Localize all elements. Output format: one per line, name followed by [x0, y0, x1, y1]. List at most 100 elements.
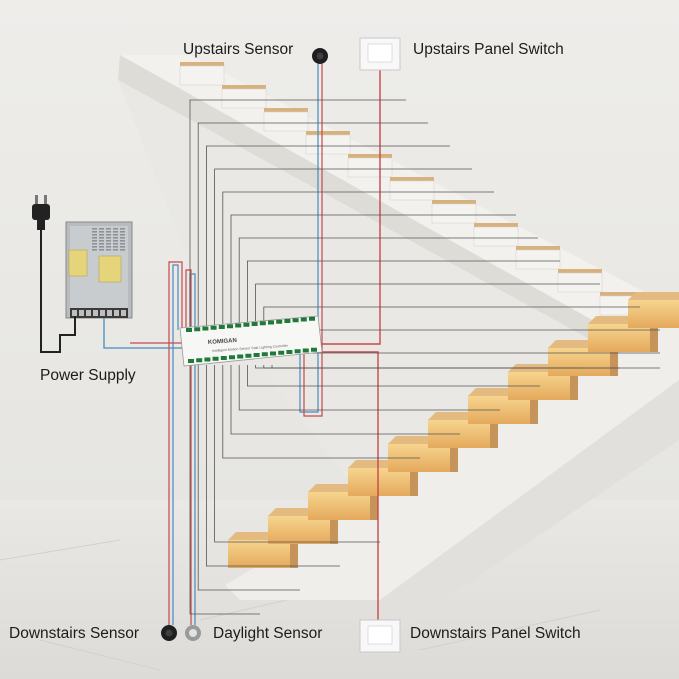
vent-slot — [106, 240, 111, 242]
lower-step-edge — [290, 532, 298, 568]
wire — [222, 191, 494, 326]
vent-slot — [113, 234, 118, 236]
stair-lighting-controller: KOMIGAN Intelligent Motion Sensor Stair … — [179, 315, 323, 367]
wire — [214, 168, 472, 326]
wire — [230, 214, 516, 326]
vent-slot — [113, 231, 118, 233]
wire — [205, 145, 450, 326]
upper-tread — [306, 131, 350, 135]
lower-step-edge — [450, 436, 458, 472]
lower-step-edge — [650, 316, 658, 352]
vent-slot — [113, 228, 118, 230]
daylight-sensor-device — [185, 625, 201, 641]
vent-slot — [92, 243, 97, 245]
vent-slot — [99, 240, 104, 242]
terminal-top — [284, 319, 291, 323]
upper-tread — [222, 85, 266, 89]
upper-tread — [474, 223, 518, 227]
upper-riser — [473, 226, 519, 247]
floor-marble-veins — [0, 539, 601, 671]
vent-slot — [120, 240, 125, 242]
wire — [238, 365, 500, 411]
wire — [222, 365, 420, 459]
svg-text:KOMIGAN: KOMIGAN — [208, 338, 237, 346]
vent-slot — [120, 243, 125, 245]
upper-tread — [180, 62, 224, 66]
lower-step-edge — [330, 508, 338, 544]
lower-riser-glow — [628, 300, 679, 328]
vent-slot — [106, 243, 111, 245]
lower-riser-glow — [348, 468, 410, 496]
vent-slot — [113, 243, 118, 245]
vent-slot — [92, 249, 97, 251]
terminal — [100, 310, 105, 316]
upstairs-panel-switch-device — [359, 37, 401, 71]
terminal-top — [210, 325, 217, 330]
wire — [103, 318, 182, 349]
power-supply-label: Power Supply — [40, 367, 136, 384]
vent-slot — [99, 237, 104, 239]
terminal-top — [292, 318, 299, 323]
vent-slot — [113, 246, 118, 248]
terminal-bottom — [196, 358, 203, 363]
vent-slot — [106, 231, 111, 233]
terminal — [72, 310, 77, 316]
wire — [185, 269, 192, 625]
terminal — [86, 310, 91, 316]
terminal-bottom — [237, 354, 244, 359]
vent-slot — [106, 228, 111, 230]
upstairs-sensor-label: Upstairs Sensor — [183, 41, 294, 58]
wire — [246, 260, 560, 326]
terminal-top — [202, 326, 209, 331]
wire — [322, 351, 379, 620]
upper-riser — [431, 203, 477, 224]
terminal-bottom — [253, 353, 260, 357]
wire — [168, 261, 183, 625]
lower-step-edge — [570, 364, 578, 400]
vent-slot — [106, 249, 111, 251]
vent-slot — [120, 231, 125, 233]
vent-slot — [99, 249, 104, 251]
power-plug — [32, 195, 76, 353]
upper-riser — [557, 272, 603, 293]
lower-riser-glow — [548, 348, 610, 376]
upper-riser — [389, 180, 435, 201]
vent-slot — [106, 234, 111, 236]
upper-tread — [432, 200, 476, 204]
lower-flight-treads — [228, 292, 679, 568]
upper-riser — [263, 111, 309, 132]
upstairs-panel-switch-label: Upstairs Panel Switch — [413, 41, 564, 58]
vent-slot — [106, 246, 111, 248]
terminal-top — [251, 322, 258, 326]
vent-slot — [99, 246, 104, 248]
daylight-sensor-label: Daylight Sensor — [213, 625, 323, 642]
terminal-top — [276, 319, 283, 324]
terminal-bottom — [229, 355, 235, 360]
terminal-bottom — [204, 357, 211, 362]
wire — [263, 306, 640, 326]
terminal — [79, 310, 84, 316]
vent-slot — [92, 228, 97, 230]
upper-riser — [221, 88, 267, 109]
upper-tread — [558, 269, 602, 273]
terminal-bottom — [261, 352, 268, 357]
terminal-bottom — [188, 359, 194, 363]
upper-riser — [515, 249, 561, 270]
upper-tread — [390, 177, 434, 181]
downstairs-panel-switch-device — [359, 619, 401, 653]
upper-riser — [305, 134, 351, 155]
lower-step-edge — [530, 388, 538, 424]
vent-slot — [99, 243, 104, 245]
vent-slot — [120, 237, 125, 239]
terminal-top — [300, 317, 307, 322]
wire — [172, 264, 179, 625]
vent-slot — [99, 231, 104, 233]
terminal-bottom — [294, 349, 301, 354]
vent-slot — [106, 237, 111, 239]
terminal-bottom — [245, 353, 252, 358]
lower-riser-glow — [228, 540, 290, 568]
downstairs-sensor-device — [161, 625, 177, 641]
vent-slot — [113, 237, 118, 239]
